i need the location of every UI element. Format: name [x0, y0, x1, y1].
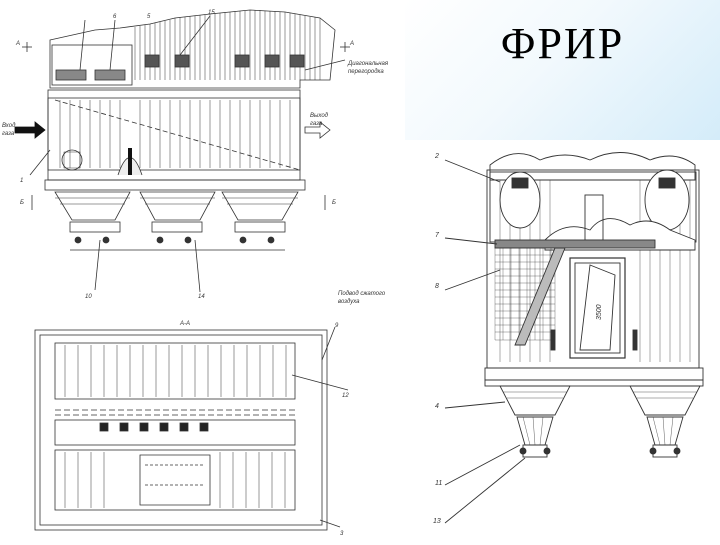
plan-section-drawing: А-А 9 12 3 — [34, 321, 349, 537]
section-mark-b-left: Б — [20, 200, 24, 206]
compressed-air-label-line1: Подвод сжатого — [338, 291, 386, 297]
gas-outlet-label-line2: газа — [310, 121, 323, 127]
filter-side-elevation: 6 5 15 1 10 14 А А Б Б Диагональная пере… — [0, 0, 400, 320]
diagonal-partition-label-line1: Диагональная — [347, 61, 389, 67]
compressed-air-label: Подвод сжатого воздуха — [338, 291, 386, 305]
callout-5: 5 — [147, 14, 151, 20]
callout-14: 14 — [198, 294, 205, 300]
callout-7: 7 — [435, 232, 440, 239]
callout-3: 3 — [340, 531, 344, 537]
compressed-air-label-line2: воздуха — [338, 299, 360, 305]
filter-cross-section: 2 7 8 4 11 13 3500 — [405, 140, 720, 540]
callout-4: 4 — [435, 403, 439, 410]
callout-1: 1 — [20, 178, 23, 184]
gas-inlet-label-line1: Вход — [2, 123, 16, 129]
title-band: ФРИР — [405, 0, 720, 140]
callout-6: 6 — [113, 14, 117, 20]
callout-15: 15 — [208, 10, 215, 16]
section-mark-a-right: А — [349, 41, 354, 47]
gas-inlet-label-line2: газа — [2, 131, 15, 137]
section-title: А-А — [179, 321, 190, 327]
diagonal-partition-label-line2: перегородка — [348, 69, 384, 75]
callout-13: 13 — [433, 518, 441, 525]
callout-8: 8 — [435, 283, 439, 290]
slide-title: ФРИР — [500, 19, 625, 68]
section-mark-a-left: А — [15, 41, 20, 47]
side-elevation-drawing: 6 5 15 1 10 14 А А Б Б Диагональная пере… — [2, 9, 389, 300]
callout-2: 2 — [434, 153, 439, 160]
section-mark-b-right: Б — [332, 200, 336, 206]
cross-section-drawing: 2 7 8 4 11 13 3500 — [433, 152, 704, 525]
callout-9: 9 — [335, 323, 339, 329]
callout-10: 10 — [85, 294, 92, 300]
gas-outlet-label-line1: Выход — [310, 113, 329, 119]
callout-11: 11 — [435, 480, 442, 487]
filter-plan-section: А-А 9 12 3 — [30, 315, 355, 540]
dimension-label: 3500 — [596, 304, 603, 320]
callout-12: 12 — [342, 393, 349, 399]
